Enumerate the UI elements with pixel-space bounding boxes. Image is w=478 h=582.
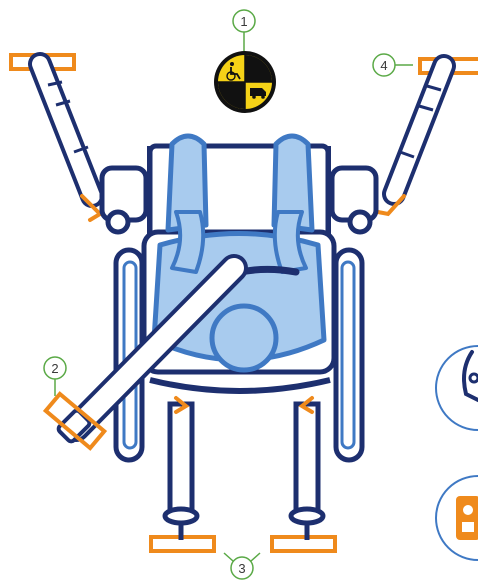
floor-anchor-rear-right [270, 535, 337, 553]
floor-anchor-belt [42, 391, 108, 451]
callout-2-label: 2 [51, 361, 58, 376]
callout-3-label: 3 [238, 561, 245, 576]
wheelchair-vehicle-crash-test-icon [214, 51, 276, 113]
callout-1-label: 1 [240, 14, 247, 29]
front-right-tiedown-strap [376, 54, 456, 217]
occupant [151, 133, 327, 373]
diagonal-occupant-belt [56, 254, 248, 444]
front-left-tiedown-strap [28, 52, 104, 222]
callout-4: 4 [372, 53, 413, 77]
callout-4-label: 4 [380, 58, 387, 73]
callout-1: 1 [232, 9, 256, 52]
seat-belt-buckle-icon [435, 475, 478, 561]
person-seated-icon [435, 345, 478, 431]
callout-3: 3 [223, 552, 261, 580]
callout-2: 2 [43, 356, 67, 396]
